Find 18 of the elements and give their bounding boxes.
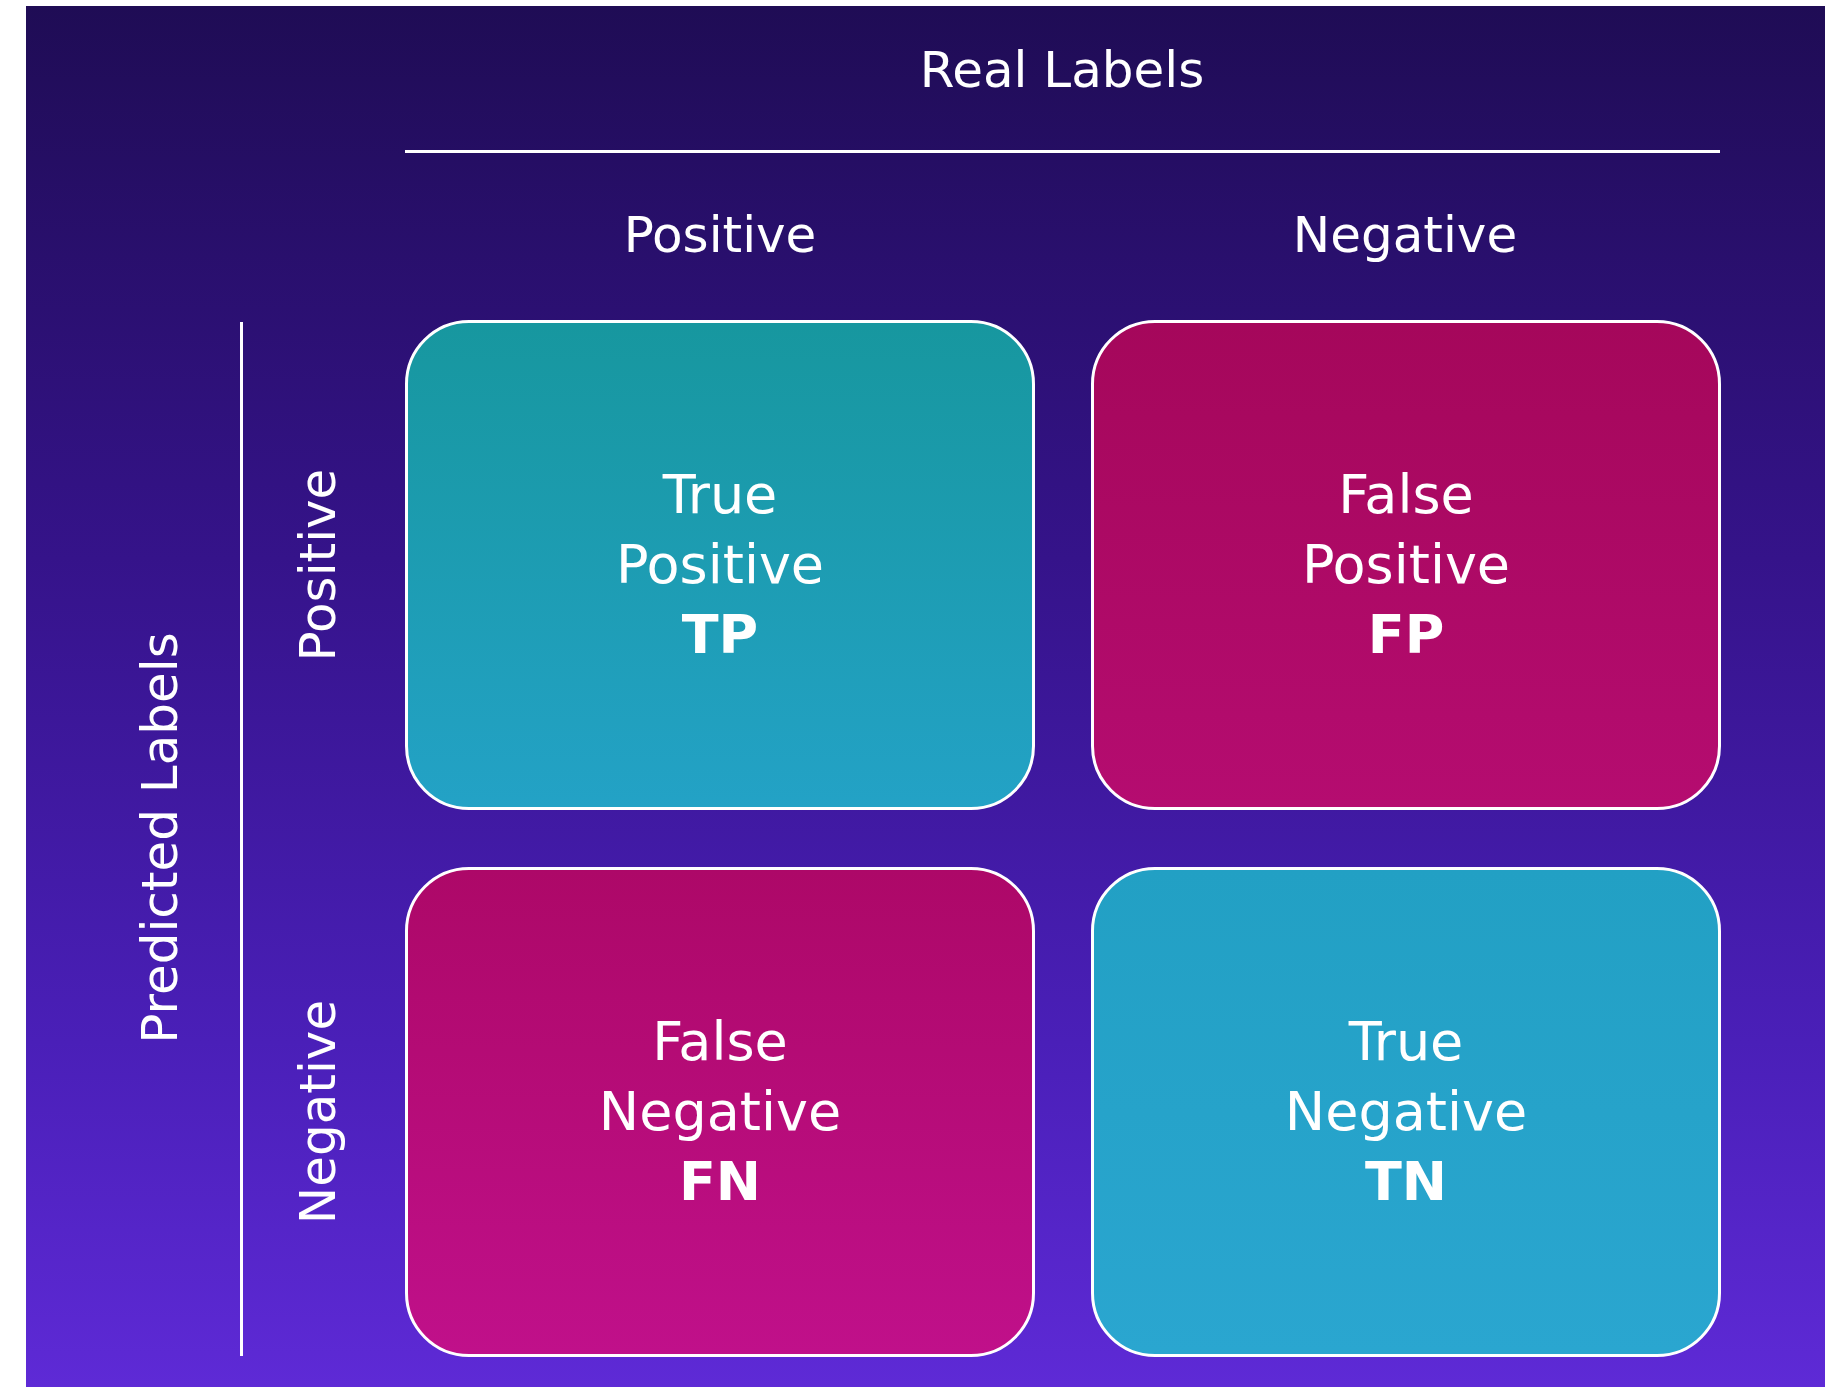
matrix-cell-box [1091,867,1721,1357]
axis-title: Predicted Labels [135,632,185,1044]
axis-title: Real Labels [919,45,1205,95]
matrix-cell-box [1091,320,1721,810]
cell-title: False Positive [1300,461,1512,598]
matrix-cell-box [405,867,1035,1357]
cell-abbreviation: TP [681,602,759,669]
column-header: Positive [623,210,817,260]
row-header: Negative [293,999,343,1225]
cell-title: False Negative [597,1008,843,1145]
cell-abbreviation: FP [1367,602,1445,669]
matrix-cell-box [405,320,1035,810]
cell-title: True Negative [1283,1008,1529,1145]
cell-abbreviation: FN [678,1149,762,1216]
column-header: Negative [1292,210,1518,260]
cell-abbreviation: TN [1365,1149,1447,1216]
cell-title: True Positive [614,461,826,598]
row-header: Positive [293,468,343,662]
